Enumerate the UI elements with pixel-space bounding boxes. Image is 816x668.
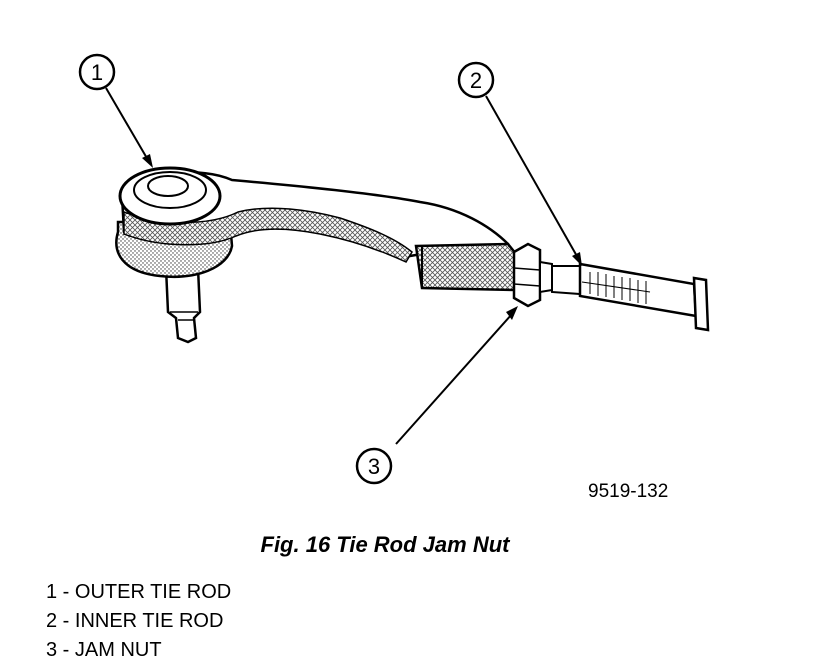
inner-tie-rod (551, 262, 710, 332)
callout-1-number: 1 (91, 60, 103, 85)
callout-2: 2 (457, 61, 582, 266)
tie-rod-illustration: 1 2 3 9519-132 (78, 53, 710, 502)
outer-tie-rod-stud (164, 266, 202, 344)
callout-3-number: 3 (368, 454, 380, 479)
jam-nut (512, 242, 553, 308)
legend-item-inner-tie-rod: 2 - INNER TIE ROD (46, 610, 224, 632)
tie-rod-sleeve (414, 242, 518, 292)
callout-2-number: 2 (470, 68, 482, 93)
callout-3: 3 (355, 306, 518, 485)
figure-caption: Fig. 16 Tie Rod Jam Nut (260, 532, 510, 557)
legend-list: 1 - OUTER TIE ROD 2 - INNER TIE ROD 3 - … (46, 578, 231, 665)
legend-item-jam-nut: 3 - JAM NUT (46, 639, 162, 661)
callout-1: 1 (78, 53, 153, 168)
outer-tie-rod-cap (118, 166, 222, 226)
figure-id: 9519-132 (588, 481, 668, 502)
legend-item-outer-tie-rod: 1 - OUTER TIE ROD (46, 581, 232, 603)
